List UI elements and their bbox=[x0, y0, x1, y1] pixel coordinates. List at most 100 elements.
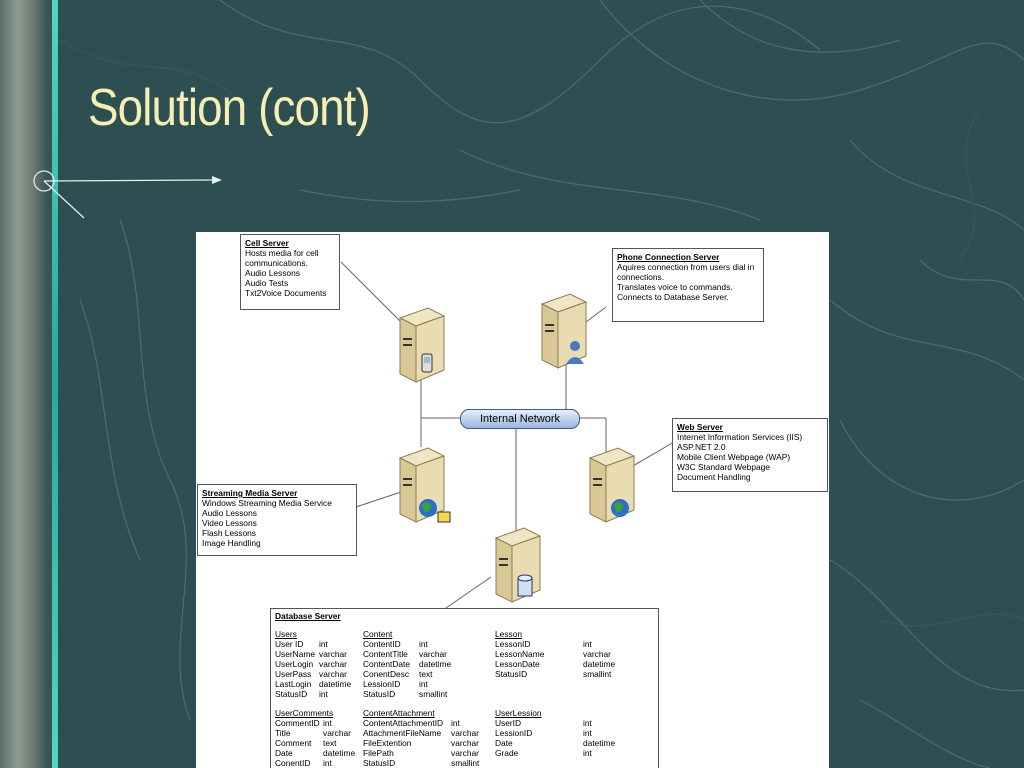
streaming-server-callout: Streaming Media Server Windows Streaming… bbox=[197, 484, 357, 556]
field-type: varchar bbox=[319, 649, 347, 659]
field-name: CommentID bbox=[275, 718, 320, 728]
field-type: varchar bbox=[451, 748, 479, 758]
database-server-heading: Database Server bbox=[275, 611, 341, 621]
cell-server-line: Audio Tests bbox=[245, 278, 289, 288]
field-type: datetime bbox=[583, 659, 616, 669]
streaming-server-icon bbox=[398, 447, 451, 523]
field-type: int bbox=[419, 679, 428, 689]
field-name: UserLogin bbox=[275, 659, 314, 669]
cell-server-heading: Cell Server bbox=[245, 238, 289, 248]
field-name: UserPass bbox=[275, 669, 312, 679]
phone-server-line: Translates voice to commands. bbox=[617, 282, 733, 292]
web-server-line: Mobile Client Webpage (WAP) bbox=[677, 452, 791, 462]
cell-server-line: Hosts media for cell bbox=[245, 248, 319, 258]
field-type: varchar bbox=[583, 649, 611, 659]
web-server-line: Document Handling bbox=[677, 472, 751, 482]
phone-server-icon bbox=[540, 293, 588, 369]
cell-server-line: Txt2Voice Documents bbox=[245, 288, 327, 298]
table-row: LessonDate datetime bbox=[495, 659, 645, 669]
field-name: Comment bbox=[275, 738, 312, 748]
web-server-line: W3C Standard Webpage bbox=[677, 462, 770, 472]
field-type: varchar bbox=[419, 649, 447, 659]
field-name: StatusID bbox=[363, 689, 396, 699]
arrow-decoration bbox=[33, 170, 222, 219]
internal-network-node: Internal Network bbox=[460, 409, 580, 429]
phone-server-line: Connects to Database Server. bbox=[617, 292, 729, 302]
field-name: LessonName bbox=[495, 649, 545, 659]
table-name: Users bbox=[275, 629, 297, 639]
field-type: int bbox=[583, 748, 592, 758]
table-row: UserPass varchar bbox=[275, 669, 365, 679]
map-strip-decoration bbox=[0, 0, 58, 768]
table-name: Content bbox=[363, 629, 393, 639]
field-type: int bbox=[583, 728, 592, 738]
field-name: Date bbox=[495, 738, 513, 748]
cell-server-line: Audio Lessons bbox=[245, 268, 300, 278]
phone-server-line: connections. bbox=[617, 272, 665, 282]
table-row: Comment text bbox=[275, 738, 365, 748]
field-name: LessionID bbox=[495, 728, 533, 738]
web-server-callout: Web Server Internet Information Services… bbox=[672, 418, 828, 492]
field-type: int bbox=[451, 718, 460, 728]
phone-server-heading: Phone Connection Server bbox=[617, 252, 720, 262]
field-name: ContentDate bbox=[363, 659, 411, 669]
field-name: Title bbox=[275, 728, 291, 738]
table-name: Lesson bbox=[495, 629, 523, 639]
field-type: datetime bbox=[583, 738, 616, 748]
table-name: ContentAttachment bbox=[363, 708, 435, 718]
table-row: Date datetime bbox=[495, 738, 645, 748]
field-name: ContentID bbox=[363, 639, 401, 649]
field-type: varchar bbox=[319, 669, 347, 679]
table-row: StatusID smallint bbox=[363, 689, 493, 699]
cell-server-callout: Cell Server Hosts media for cell communi… bbox=[240, 234, 340, 310]
field-type: int bbox=[323, 718, 332, 728]
field-type: smallint bbox=[583, 669, 612, 679]
table-row: Title varchar bbox=[275, 728, 365, 738]
field-name: ConentDesc bbox=[363, 669, 410, 679]
field-type: smallint bbox=[419, 689, 448, 699]
phone-server-callout: Phone Connection Server Aquires connecti… bbox=[612, 248, 764, 322]
phone-server-line: Aquires connection from users dial in bbox=[617, 262, 755, 272]
map-strip-edge bbox=[52, 0, 58, 768]
field-name: StatusID bbox=[275, 689, 308, 699]
cell-server-line: communications. bbox=[245, 258, 308, 268]
slide-title: Solution (cont) bbox=[88, 79, 371, 137]
streaming-server-line: Audio Lessons bbox=[202, 508, 257, 518]
field-type: int bbox=[583, 639, 592, 649]
field-name: LessonDate bbox=[495, 659, 540, 669]
field-name: FilePath bbox=[363, 748, 394, 758]
field-type: int bbox=[319, 689, 328, 699]
field-name: UserID bbox=[495, 718, 522, 728]
field-type: text bbox=[323, 738, 337, 748]
table-row: LessonName varchar bbox=[495, 649, 645, 659]
streaming-server-heading: Streaming Media Server bbox=[202, 488, 298, 498]
field-type: datetime bbox=[323, 748, 356, 758]
field-type: varchar bbox=[323, 728, 351, 738]
field-type: int bbox=[323, 758, 332, 768]
field-type: int bbox=[319, 639, 328, 649]
field-name: LastLogin bbox=[275, 679, 312, 689]
field-name: FileExtention bbox=[363, 738, 412, 748]
table-row: LessionID int bbox=[495, 728, 645, 738]
field-type: datetime bbox=[419, 659, 452, 669]
